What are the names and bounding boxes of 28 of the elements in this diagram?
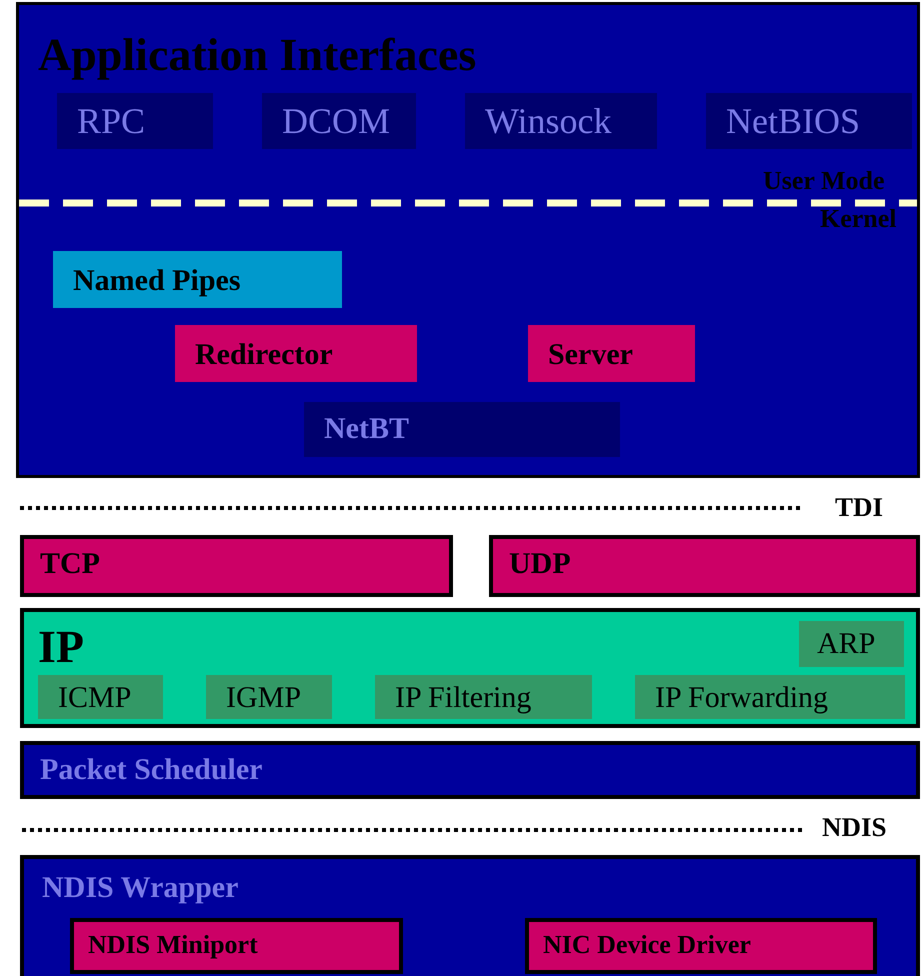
interface-label: TDI [835, 494, 884, 521]
component-box: Redirector [175, 325, 417, 382]
interface-box: NetBIOS [706, 93, 912, 149]
component-box: NetBT [304, 402, 620, 457]
driver-box: NIC Device Driver [525, 918, 877, 974]
protocol-box: IP Forwarding [635, 675, 905, 719]
protocol-box: ARP [799, 621, 904, 667]
interface-label: NDIS [822, 814, 887, 841]
driver-box: NDIS Miniport [70, 918, 403, 974]
panel-title: Application Interfaces [38, 32, 476, 78]
component-box: Server [528, 325, 695, 382]
layer-panel [16, 2, 920, 478]
protocol-box: IGMP [206, 675, 332, 719]
layer-bar: Packet Scheduler [20, 741, 920, 799]
interface-box: DCOM [262, 93, 416, 149]
protocol-box: ICMP [38, 675, 163, 719]
protocol-box: UDP [489, 535, 920, 597]
interface-box: Winsock [465, 93, 657, 149]
component-box: Named Pipes [53, 251, 342, 308]
protocol-box: IP Filtering [375, 675, 592, 719]
panel-title: IP [38, 624, 84, 670]
interface-box: RPC [57, 93, 213, 149]
layer-panel [20, 608, 920, 728]
mode-label: User Mode [763, 168, 885, 194]
protocol-box: TCP [20, 535, 453, 597]
panel-title: NDIS Wrapper [42, 873, 238, 903]
layer-panel [20, 855, 920, 976]
mode-label: Kernel [820, 206, 897, 232]
